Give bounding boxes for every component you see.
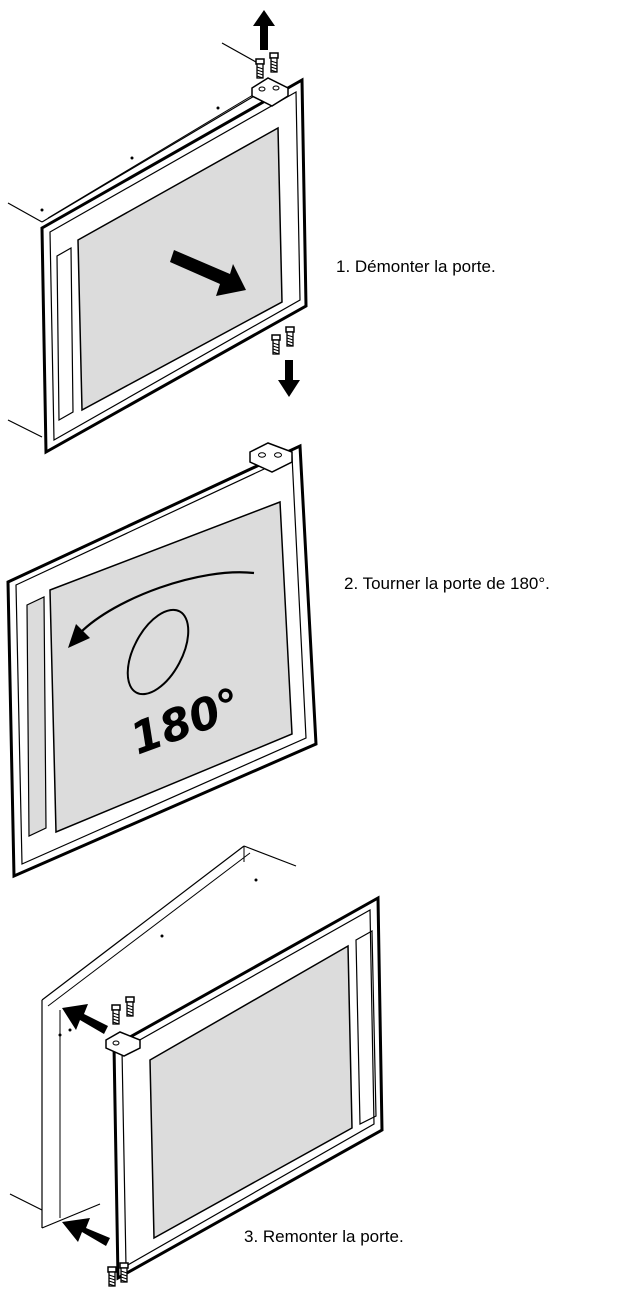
arrow-icon [278,360,300,397]
arrow-icon [170,250,246,296]
step1-illustration [7,10,308,455]
step3-caption: 3. Remonter la porte. [244,1227,404,1246]
step2-illustration: 180° [6,442,318,879]
arrow-icon [62,1004,108,1034]
arrow-icon [253,10,275,50]
step3-door [112,895,384,1281]
curved-arrow-icon [68,571,255,696]
screw-icon [255,52,279,79]
step1-cabinet [7,91,259,438]
arrow-icon [62,1218,110,1246]
step2-door [6,443,318,879]
hinge-icon [105,1031,141,1057]
step2-caption: 2. Tourner la porte de 180°. [344,574,550,593]
step3-cabinet [9,845,297,1229]
step1-door [40,77,308,455]
screw-icon [271,326,295,355]
step3-illustration [9,845,384,1287]
step1-caption: 1. Démonter la porte. [336,257,496,276]
screw-icon [111,996,135,1025]
step1-top-hinge [251,77,289,107]
hinge-icon [249,442,293,473]
